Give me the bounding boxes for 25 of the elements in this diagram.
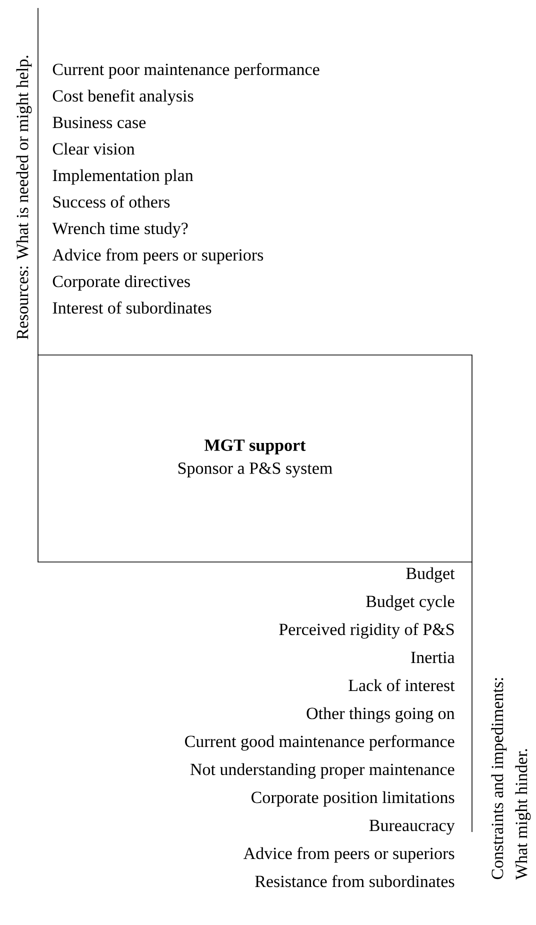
list-item: Current good maintenance performance [185,735,454,751]
list-item: Other things going on [306,707,455,723]
list-item: Corporate directives [52,275,190,291]
list-item: Budget cycle [366,595,454,611]
list-item: Business case [52,116,146,128]
list-item: Cost benefit analysis [52,90,194,106]
list-item: Advice from peers or superiors [243,847,454,863]
list-item: Bureaucracy [369,820,455,835]
list-item: Clear vision [52,142,135,155]
list-item: Implementation plan [52,169,194,185]
list-item: Current poor maintenance performance [52,63,320,79]
process-box: MGT support Sponsor a P&S system [38,354,472,562]
side-heading: Constraints and impediments: [491,678,507,880]
side-heading: Resources: What is needed or might help. [16,56,32,340]
list-item: Perceived rigidity of P&S [279,623,454,639]
list-item: Inertia [411,652,455,664]
list-item: Lack of interest [348,679,455,692]
list-item: Wrench time study? [52,222,188,238]
side-heading: What might hinder. [515,749,531,880]
list-item: Not understanding proper maintenance [190,763,454,779]
list-item: Success of others [53,196,170,208]
list-item: Advice from peers or superiors [52,248,264,264]
list-item: Corporate position limitations [252,791,454,807]
list-item: Resistance from subordinates [255,875,454,888]
list-item: Interest of subordinates [52,302,212,314]
